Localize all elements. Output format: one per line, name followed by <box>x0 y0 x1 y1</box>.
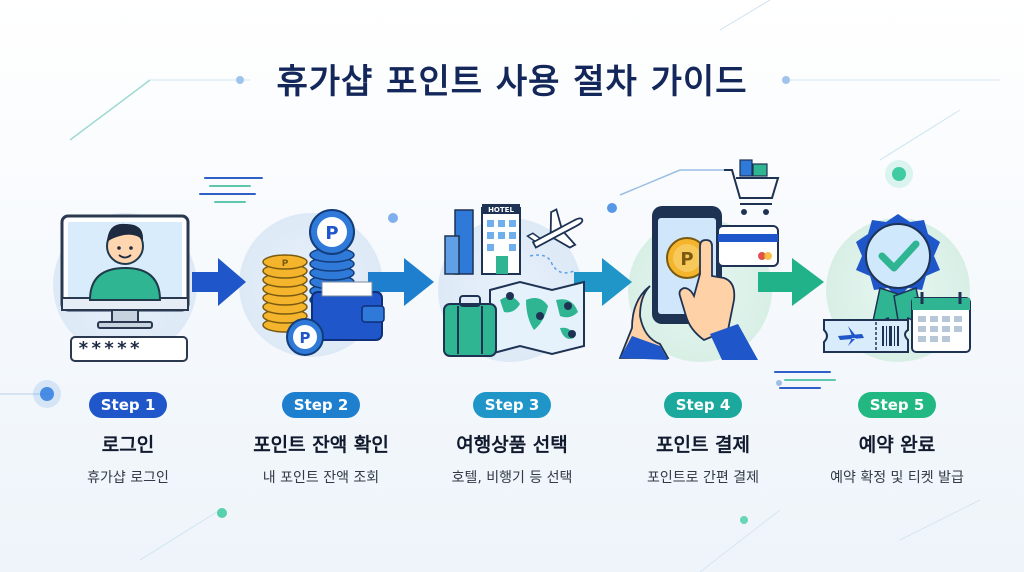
step-4: Step 4 포인트 결제 포인트로 간편 결제 <box>603 392 803 487</box>
coin-p-label: P <box>300 329 311 347</box>
step-3: Step 3 여행상품 선택 호텔, 비행기 등 선택 <box>412 392 612 487</box>
title-dot-left <box>236 76 244 84</box>
step-3-desc: 호텔, 비행기 등 선택 <box>451 470 573 486</box>
step-5-desc: 예약 확정 및 티켓 발급 <box>830 470 964 486</box>
step-3-badge: Step 3 <box>472 392 552 418</box>
hotel-icon <box>444 204 521 275</box>
step-2-badge: Step 2 <box>281 392 361 418</box>
step-4-badge: Step 4 <box>663 392 743 418</box>
step-2-desc: 내 포인트 잔액 조회 <box>262 470 380 486</box>
calendar-icon <box>911 292 971 353</box>
coin-p-label: P <box>325 223 338 244</box>
step-2-title: 포인트 잔액 확인 <box>253 434 389 456</box>
suitcase-icon <box>443 295 497 357</box>
password-field: ***** <box>70 336 188 362</box>
step-5-badge: Step 5 <box>857 392 937 418</box>
step-5: Step 5 예약 완료 예약 확정 및 티켓 발급 <box>797 392 997 487</box>
step-4-title: 포인트 결제 <box>655 434 750 456</box>
hand-pointer-icon <box>618 239 758 360</box>
step-3-title: 여행상품 선택 <box>456 434 568 456</box>
credit-card-icon <box>717 225 779 267</box>
ticket-icon <box>823 319 909 353</box>
step-1: Step 1 로그인 휴가샵 로그인 <box>28 392 228 487</box>
step-1-title: 로그인 <box>101 434 155 456</box>
page-title: 휴가샵 포인트 사용 절차 가이드 <box>276 62 748 102</box>
world-map-icon <box>489 280 585 356</box>
title-dot-right <box>782 76 790 84</box>
hotel-sign: HOTEL <box>488 206 514 214</box>
step-4-desc: 포인트로 간편 결제 <box>647 470 759 486</box>
step-2: Step 2 포인트 잔액 확인 내 포인트 잔액 조회 <box>221 392 421 487</box>
monitor-user-icon <box>60 214 190 329</box>
coin-p-label: P <box>680 249 693 270</box>
coins-wallet-icon <box>262 209 385 356</box>
arrow-2-icon <box>368 258 434 306</box>
coin-p-label: P <box>282 259 289 269</box>
airplane-icon <box>526 208 584 249</box>
step-5-title: 예약 완료 <box>858 434 936 456</box>
arrow-1-icon <box>192 258 246 306</box>
step-1-desc: 휴가샵 로그인 <box>87 470 169 486</box>
shopping-cart-icon <box>724 159 780 215</box>
arrow-4-icon <box>758 258 824 306</box>
step-1-badge: Step 1 <box>88 392 168 418</box>
p-coin-icon <box>666 237 708 279</box>
